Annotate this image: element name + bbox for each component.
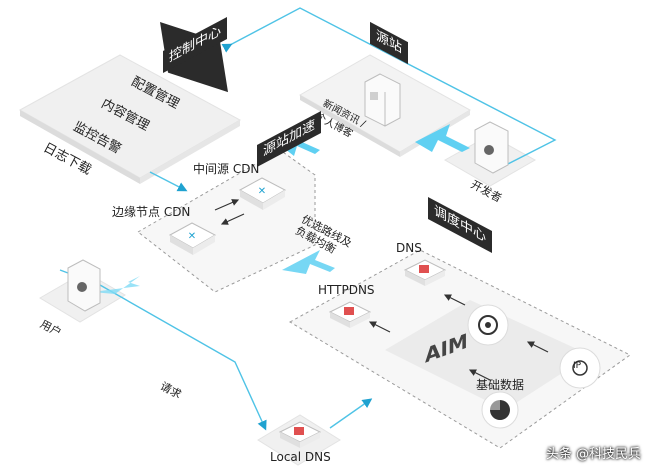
control-center-panel <box>18 21 242 184</box>
ip-label: IP <box>573 361 582 371</box>
target-icon <box>467 304 509 346</box>
dark-arrows <box>214 199 549 381</box>
dns-label: DNS <box>396 241 422 255</box>
local-dns-node <box>278 421 322 448</box>
middle-cdn-node: ✕ <box>238 177 287 210</box>
local-dns-label: Local DNS <box>270 450 331 464</box>
httpdns-node <box>328 301 372 328</box>
httpdns-label: HTTPDNS <box>318 283 375 297</box>
dispatch-area <box>288 249 631 449</box>
watermark: 头条 @科技民兵 <box>545 447 641 462</box>
connectors <box>59 7 557 431</box>
server-developer <box>474 121 509 174</box>
svg-text:✕: ✕ <box>188 231 196 242</box>
middle-cdn-label: 中间源 CDN <box>193 162 260 176</box>
pie-chart-icon <box>481 391 519 429</box>
svg-text:✕: ✕ <box>258 186 266 197</box>
edge-cdn-label: 边缘节点 CDN <box>112 205 191 219</box>
ip-location-icon <box>559 347 601 389</box>
edge-cdn-node: ✕ <box>168 222 217 255</box>
server-user <box>67 259 101 312</box>
base-data-label: 基础数据 <box>476 378 525 392</box>
server-origin <box>364 73 401 127</box>
dns-node <box>403 259 447 286</box>
